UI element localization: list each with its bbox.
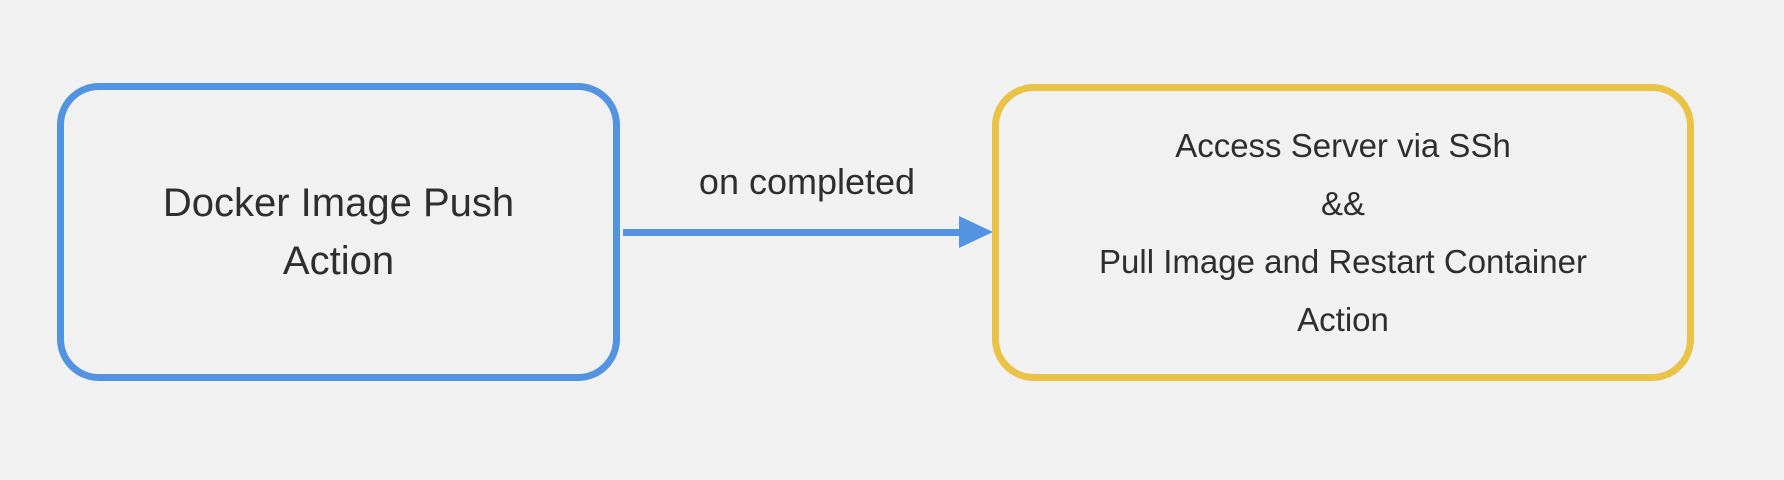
node-access-server-deploy-action[interactable]: Access Server via SSh && Pull Image and … (992, 84, 1694, 381)
node-label: Docker Image Push Action (163, 174, 514, 290)
node-label-line: Access Server via SSh (1175, 126, 1511, 164)
edge-label-on-completed: on completed (698, 161, 916, 202)
node-label-line: Docker Image Push (162, 181, 515, 225)
node-label-line: Pull Image and Restart Container (1099, 242, 1587, 280)
node-label-line: Action (1297, 300, 1389, 338)
arrow-head-icon (959, 216, 993, 248)
node-docker-image-push-action[interactable]: Docker Image Push Action (57, 83, 620, 381)
node-label-line: && (1320, 184, 1366, 222)
edge-connector-line[interactable] (623, 229, 961, 236)
node-label: Access Server via SSh && Pull Image and … (1099, 117, 1587, 349)
node-label-line: Action (282, 239, 395, 283)
